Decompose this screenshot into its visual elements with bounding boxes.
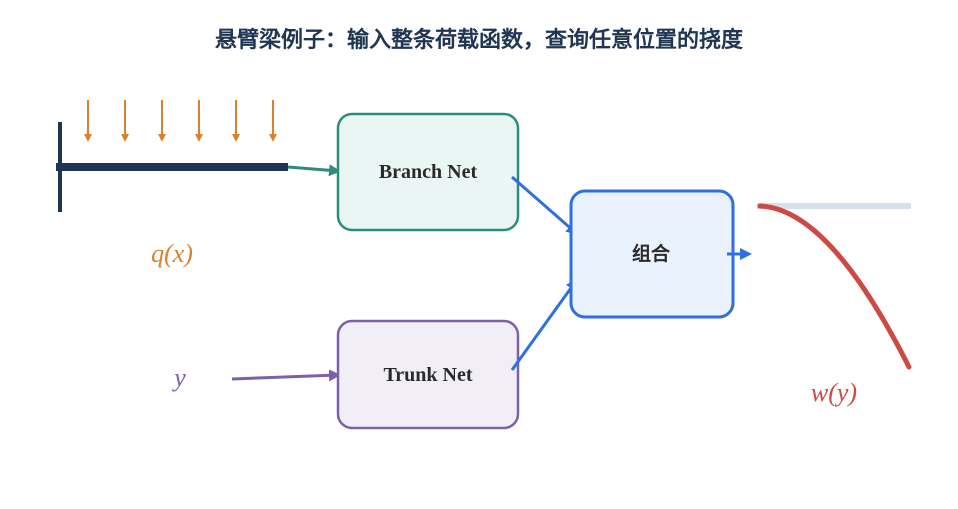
trunk-to-combine-arrow xyxy=(510,278,578,371)
cantilever-beam xyxy=(56,122,288,212)
deflection-plot xyxy=(757,203,912,370)
trunk-net-block: Trunk Net xyxy=(336,319,520,430)
combine-label: 组合 xyxy=(632,242,671,265)
beam-to-branch-arrow xyxy=(287,164,341,177)
branch-net-block: Branch Net xyxy=(336,112,520,232)
combine-block: 组合 xyxy=(569,189,735,319)
branch-net-label: Branch Net xyxy=(379,161,478,183)
output-label: w(y) xyxy=(811,378,857,407)
load-label: q(x) xyxy=(151,239,193,268)
branch-to-combine-arrow xyxy=(511,175,579,235)
trunk-net-label: Trunk Net xyxy=(383,364,472,386)
deflection-curve xyxy=(757,203,912,370)
query-label: y xyxy=(171,363,186,392)
query-to-trunk-arrow xyxy=(231,369,341,382)
trunk-net-box xyxy=(336,319,520,430)
distributed-load xyxy=(84,100,277,142)
diagram-title: 悬臂梁例子：输入整条荷载函数，查询任意位置的挠度 xyxy=(214,28,743,53)
branch-net-box xyxy=(336,112,520,232)
